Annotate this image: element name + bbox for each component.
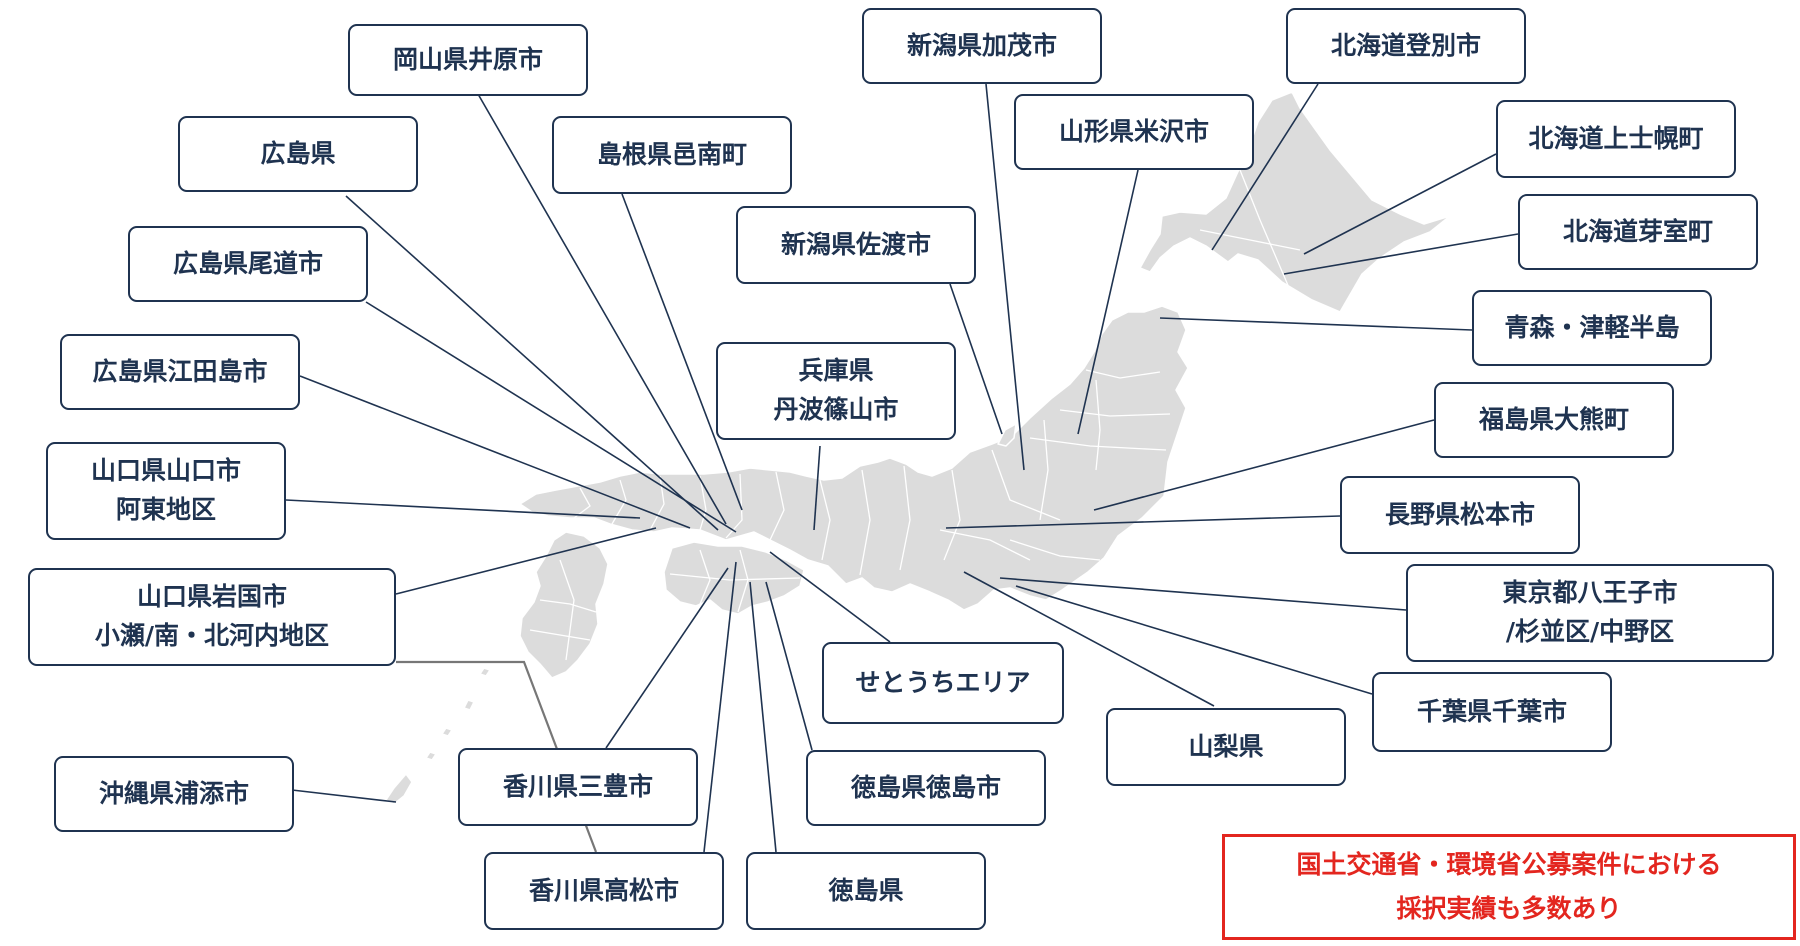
label-nagano-matsumoto: 長野県松本市 bbox=[1340, 476, 1580, 554]
notice-line-1: 国土交通省・環境省公募案件における bbox=[1296, 850, 1722, 880]
label-hokkaido-memuro: 北海道芽室町 bbox=[1518, 194, 1758, 270]
amami-shape bbox=[463, 699, 475, 711]
label-hyogo-tambasasayama: 兵庫県丹波篠山市 bbox=[716, 342, 956, 440]
prefecture-border bbox=[539, 599, 597, 613]
land bbox=[385, 91, 1451, 805]
prefecture-border bbox=[899, 465, 911, 571]
leader-line-kagawa-mitoyo bbox=[605, 567, 729, 749]
leader-line-hokkaido-noboribetsu bbox=[1211, 83, 1319, 251]
hokkaido-shape bbox=[1139, 91, 1451, 313]
notice-line-2: 採択実績も多数あり bbox=[1396, 894, 1622, 923]
label-hokkaido-noboribetsu: 北海道登別市 bbox=[1286, 8, 1526, 84]
prefecture-border bbox=[939, 529, 1031, 561]
label-tokushima: 徳島県 bbox=[746, 852, 986, 930]
leader-line-yamaguchi-ato bbox=[285, 499, 641, 519]
leader-line-shimane-onan bbox=[621, 193, 743, 511]
label-okinawa-urasoe: 沖縄県浦添市 bbox=[54, 756, 294, 832]
prefecture-border bbox=[1039, 419, 1049, 521]
label-chiba-chiba: 千葉県千葉市 bbox=[1372, 672, 1612, 752]
okinawa-shape bbox=[385, 773, 413, 805]
label-kagawa-mitoyo: 香川県三豊市 bbox=[458, 748, 698, 826]
island-shape-2 bbox=[441, 727, 453, 737]
prefecture-borders bbox=[529, 169, 1301, 661]
leader-line-tokushima-city bbox=[765, 581, 813, 751]
honshu-shape bbox=[519, 305, 1189, 611]
prefecture-border bbox=[859, 469, 871, 576]
label-tokyo: 東京都八王子市/杉並区/中野区 bbox=[1406, 564, 1774, 662]
leader-line-yamaguchi-iwakuni bbox=[395, 527, 657, 595]
prefecture-border bbox=[725, 473, 743, 539]
prefecture-border bbox=[943, 469, 961, 561]
label-yamanashi: 山梨県 bbox=[1106, 708, 1346, 786]
prefecture-border bbox=[669, 573, 801, 581]
prefecture-border bbox=[1009, 539, 1101, 561]
island-shape-3 bbox=[425, 751, 437, 761]
leader-line-aomori-tsugaru bbox=[1159, 317, 1473, 331]
sado-shape bbox=[997, 423, 1017, 447]
leader-line-yamanashi bbox=[963, 571, 1215, 707]
leader-line-yamagata-yonezawa bbox=[1077, 169, 1139, 435]
label-hiroshima-etajima: 広島県江田島市 bbox=[60, 334, 300, 410]
prefecture-border bbox=[1095, 379, 1101, 471]
leader-line-niigata-sado bbox=[949, 283, 1003, 435]
leader-line-hiroshima bbox=[345, 195, 719, 531]
leader-line-kagawa-takamatsu bbox=[703, 561, 737, 853]
leader-line-setouchi bbox=[769, 551, 891, 643]
leader-line-niigata-kamo bbox=[985, 83, 1025, 471]
leader-line-tokushima bbox=[749, 581, 777, 853]
leader-line-hiroshima-onomichi bbox=[365, 301, 737, 533]
label-shimane-onan: 島根県邑南町 bbox=[552, 116, 792, 194]
label-yamaguchi-ato: 山口県山口市阿東地区 bbox=[46, 442, 286, 540]
label-kagawa-takamatsu: 香川県高松市 bbox=[484, 852, 724, 930]
leader-line-okayama-ibara bbox=[477, 93, 727, 525]
prefecture-border bbox=[611, 479, 627, 525]
label-yamaguchi-iwakuni: 山口県岩国市小瀬/南・北河内地区 bbox=[28, 568, 396, 666]
label-yamagata-yonezawa: 山形県米沢市 bbox=[1014, 94, 1254, 170]
label-fukushima-okuma: 福島県大熊町 bbox=[1434, 382, 1674, 458]
prefecture-border bbox=[991, 449, 1061, 521]
leader-line-hiroshima-etajima bbox=[299, 375, 691, 529]
prefecture-border bbox=[1085, 369, 1161, 379]
island-shape-4 bbox=[479, 667, 491, 677]
prefecture-border bbox=[819, 479, 831, 561]
leader-lines bbox=[285, 83, 1519, 853]
prefecture-border bbox=[559, 559, 575, 661]
label-niigata-kamo: 新潟県加茂市 bbox=[862, 8, 1102, 84]
prefecture-border bbox=[1239, 169, 1291, 291]
label-setouchi: せとうちエリア bbox=[822, 642, 1064, 724]
prefecture-border bbox=[529, 629, 591, 641]
leader-line-okinawa-urasoe bbox=[291, 789, 397, 803]
label-hokkaido-kamishihoro: 北海道上士幌町 bbox=[1496, 100, 1736, 178]
label-niigata-sado: 新潟県佐渡市 bbox=[736, 206, 976, 284]
prefecture-border bbox=[1059, 409, 1171, 417]
label-tokushima-city: 徳島県徳島市 bbox=[806, 750, 1046, 826]
prefecture-border bbox=[699, 475, 707, 531]
label-hiroshima: 広島県 bbox=[178, 116, 418, 192]
leader-line-hokkaido-kamishihoro bbox=[1303, 153, 1497, 255]
prefecture-border bbox=[1029, 437, 1167, 451]
label-hiroshima-onomichi: 広島県尾道市 bbox=[128, 226, 368, 302]
prefecture-border bbox=[573, 487, 591, 519]
prefecture-border bbox=[769, 471, 785, 541]
leader-line-hyogo bbox=[813, 445, 821, 531]
leader-line-hokkaido-memuro bbox=[1283, 233, 1519, 275]
adoption-notice-box: 国土交通省・環境省公募案件における 採択実績も多数あり bbox=[1222, 834, 1796, 940]
leader-line-nagano-matsumoto bbox=[945, 515, 1341, 529]
prefecture-border bbox=[1199, 229, 1301, 251]
label-aomori-tsugaru: 青森・津軽半島 bbox=[1472, 290, 1712, 366]
leader-line-fukushima-okuma bbox=[1093, 419, 1435, 511]
label-okayama-ibara: 岡山県井原市 bbox=[348, 24, 588, 96]
leader-line-chiba bbox=[1015, 585, 1373, 695]
kyushu-shape bbox=[519, 531, 609, 679]
prefecture-border bbox=[699, 549, 711, 605]
leader-line-tokyo bbox=[999, 577, 1407, 611]
